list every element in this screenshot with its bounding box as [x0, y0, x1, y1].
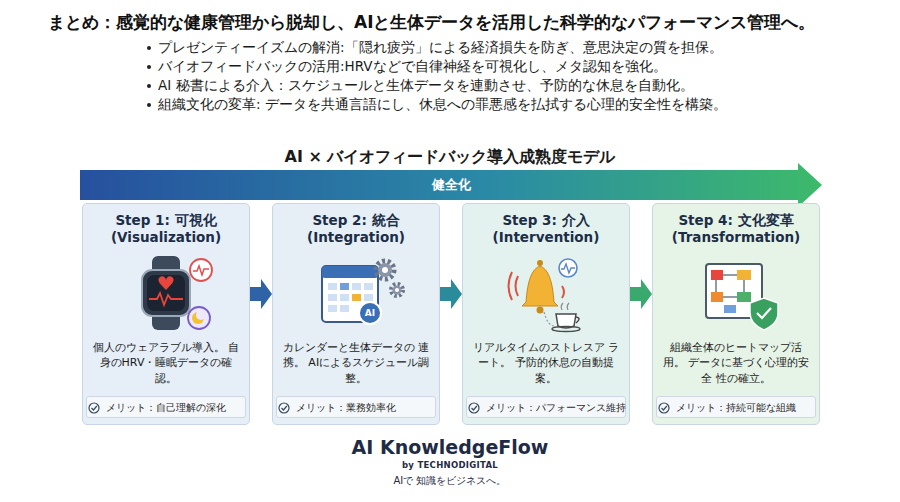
step-merit: メリット：持続可能な組織: [656, 396, 816, 418]
step-arrow: [440, 279, 462, 309]
step-heading: Step 2: 統合 (Integration): [277, 212, 435, 246]
step-heading: Step 1: 可視化 (Visualization): [87, 212, 245, 246]
step-heading: Step 3: 介入 (Intervention): [467, 212, 625, 246]
step-description: 個人のウェアラブル導入。 自身のHRV・睡眠データの確認。: [91, 340, 241, 386]
step-merit: メリット：業務効率化: [276, 396, 436, 418]
band-label: 健全化: [80, 163, 822, 207]
step-arrow: [250, 279, 272, 309]
step-description: 組織全体のヒートマップ活用。 データに基づく心理的安全 性の確立。: [661, 340, 811, 386]
step-card: Step 3: 介入 (Intervention) リアルタイムのストレスア ラー…: [462, 203, 630, 425]
progress-band: 健全化: [80, 163, 822, 207]
summary-bullet: バイオフィードバックの活用:HRVなどで自律神経を可視化し、メタ認知を強化。: [158, 58, 667, 76]
summary-bullet: プレゼンティーイズムの解消:「隠れ疲労」による経済損失を防ぎ、意思決定の質を担保…: [158, 39, 723, 57]
step-merit: メリット：自己理解の深化: [86, 396, 246, 418]
model-title: AI × バイオフィードバック導入成熟度モデル: [0, 147, 900, 168]
step-arrow: [630, 279, 652, 309]
step-description: リアルタイムのストレスア ラート。 予防的休息の自動提案。: [471, 340, 621, 386]
summary-bullet: AI 秘書による介入：スケジュールと生体データを連動させ、予防的な休息を自動化。: [158, 77, 694, 95]
brand-name: AI KnowledgeFlow: [0, 436, 900, 458]
band-arrow-path: [80, 163, 822, 207]
step-card: Step 4: 文化変革 (Transformation) 組織全体のヒートマップ…: [652, 203, 820, 425]
icon-label: AI: [359, 302, 381, 324]
step-heading: Step 4: 文化変革 (Transformation): [657, 212, 815, 246]
brand-tagline: AIで 知識をビジネスへ。: [0, 474, 900, 488]
step-card: Step 2: 統合 (Integration) カレンダーと生体データの 連携。…: [272, 203, 440, 425]
step-merit: メリット：パフォーマンス維持: [466, 396, 626, 418]
summary-bullet: 組織文化の変革: データを共通言語にし、休息への罪悪感を払拭する心理的安全性を構…: [158, 96, 727, 114]
step-card: Step 1: 可視化 (Visualization) 個人のウェアラブル導入。 …: [82, 203, 250, 425]
brand-byline: by TECHNODIGITAL: [0, 460, 900, 470]
step-description: カレンダーと生体データの 連携。 AIによるスケジュール調整。: [281, 340, 431, 386]
main-title: まとめ：感覚的な健康管理から脱却し、AIと生体データを活用した科学的なパフォーマ…: [48, 11, 815, 34]
